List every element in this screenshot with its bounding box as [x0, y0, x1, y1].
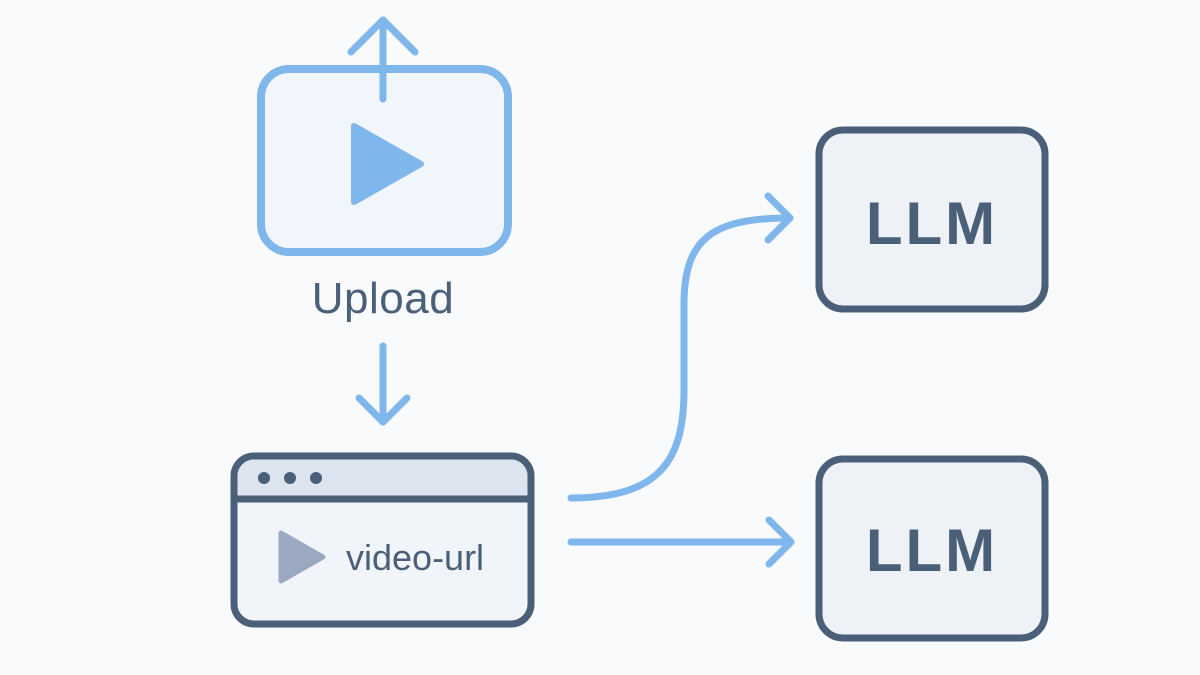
llm-label-top: LLM [866, 190, 998, 257]
llm-box-bottom: LLM [815, 455, 1049, 642]
upload-label: Upload [312, 274, 454, 323]
window-control-dot [258, 472, 270, 484]
play-icon [278, 530, 326, 584]
upload-video-icon [257, 16, 512, 256]
upload-play-icon [351, 123, 424, 205]
browser-titlebar [237, 459, 528, 498]
straight-arrow-icon [567, 516, 795, 568]
video-url-text: video-url [346, 537, 484, 578]
llm-label-bottom: LLM [866, 517, 998, 584]
llm-box-bottom-frame [815, 455, 1049, 642]
down-arrow-icon [355, 342, 411, 426]
upload-up-arrow-icon [347, 16, 419, 103]
window-control-dot [310, 472, 322, 484]
llm-box-top: LLM [815, 126, 1049, 313]
curved-arrow-icon [567, 192, 794, 502]
window-control-dot [284, 472, 296, 484]
browser-window: video-url [230, 452, 535, 628]
llm-box-top-frame [815, 126, 1049, 313]
